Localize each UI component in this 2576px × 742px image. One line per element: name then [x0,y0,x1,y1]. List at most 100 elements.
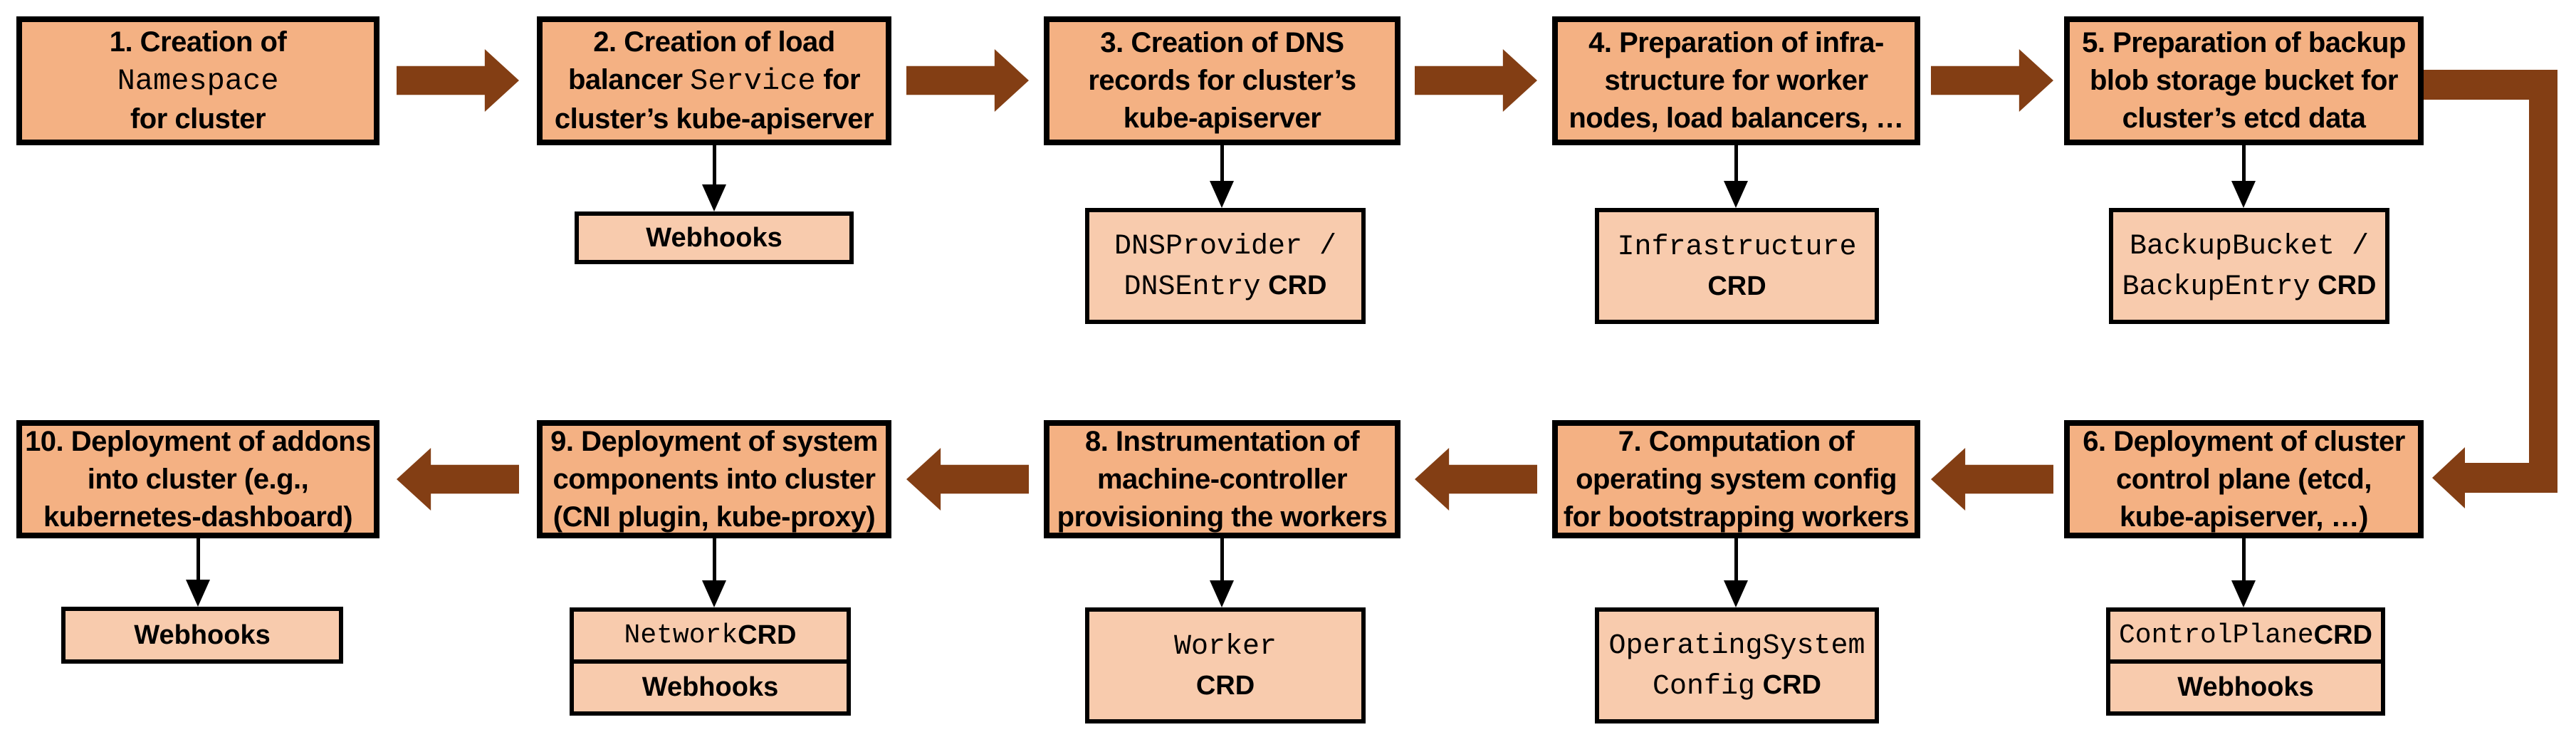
crd-line: Config CRD [1653,666,1821,706]
sub-connector-arrowhead [1210,580,1234,607]
title-line: kubernetes-dashboard) [43,498,353,536]
title-text: control plane (etcd, [2116,463,2372,495]
title-text: cluster’s etcd data [2122,103,2366,134]
code-text: BackupEntry [2122,271,2310,303]
step-6-webhooks-box: Webhooks [2106,659,2385,716]
title-text: 6. Deployment of cluster [2083,425,2405,457]
title-line: 5. Preparation of backup [2082,24,2406,62]
crd-line: DNSProvider / [1114,226,1336,266]
step-3-crd-box: DNSProvider / DNSEntry CRD [1085,208,1366,324]
flow-arrow-9-10 [397,448,519,511]
title-text: machine-controller [1096,463,1348,495]
crd-label: CRD [738,620,797,650]
step-2-webhooks-box: Webhooks [575,211,854,264]
sub-connector-stem [1734,538,1738,582]
title-line: for bootstrapping workers [1564,498,1910,536]
step-9-webhooks-box: Webhooks [570,659,851,716]
flow-arrow-1-2 [397,49,519,112]
crd-label: CRD [2313,620,2372,650]
sub-connector-arrowhead [702,184,726,211]
sub-connector-stem [2242,538,2246,582]
code-text: Namespace [117,64,279,98]
code-text: DNSEntry [1124,271,1261,303]
title-line: cluster’s etcd data [2122,100,2366,137]
crd-label: CRD [1707,271,1766,301]
title-line: (CNI plugin, kube-proxy) [553,498,876,536]
sub-connector-stem [713,538,716,582]
crd-line: DNSEntry CRD [1124,266,1327,307]
step-5-crd-box: BackupBucket / BackupEntry CRD [2109,208,2389,324]
sub-connector-arrowhead [1724,580,1748,607]
title-line: 3. Creation of DNS [1100,24,1344,62]
title-line: 1. Creation of [110,23,287,61]
webhooks-text: Webhooks [134,620,271,650]
step-9-crd-box: Network CRD [570,607,851,664]
title-line: 8. Instrumentation of [1084,423,1360,461]
title-text: 9. Deployment of system [550,425,878,457]
title-line: Namespace [117,61,279,100]
webhooks-text: Webhooks [646,223,782,253]
title-line: nodes, load balancers, … [1569,100,1904,137]
sub-connector-stem [197,538,200,581]
title-line: 6. Deployment of cluster [2083,423,2405,461]
step-9-box: 9. Deployment of system components into … [537,420,891,538]
crd-line: OperatingSystem [1608,625,1865,666]
title-line: records for cluster’s [1088,62,1356,100]
step-7-box: 7. Computation of operating system confi… [1552,420,1920,538]
title-text: kube-apiserver [1123,103,1321,134]
title-text: nodes, load balancers, … [1569,103,1904,134]
title-text: structure for worker [1604,65,1868,96]
sub-connector-stem [1220,538,1224,582]
step-6-crd-box: ControlPlane CRD [2106,607,2385,664]
flow-arrow-7-8 [1415,448,1537,511]
step-10-webhooks-box: Webhooks [61,607,343,664]
sub-connector-stem [1734,145,1738,182]
step-6-box: 6. Deployment of cluster control plane (… [2064,420,2424,538]
title-line: 2. Creation of load [593,23,835,61]
title-text: 8. Instrumentation of [1084,425,1360,457]
step-8-box: 8. Instrumentation of machine-controller… [1044,420,1400,538]
webhooks-text: Webhooks [2177,672,2314,702]
step-7-crd-box: OperatingSystem Config CRD [1595,607,1879,723]
webhooks-label: Webhooks [646,219,782,257]
code-text: OperatingSystem [1608,629,1865,662]
crd-label: CRD [1195,671,1255,701]
title-line: 4. Preparation of infra- [1588,24,1884,62]
step-3-box: 3. Creation of DNS records for cluster’s… [1044,16,1400,145]
title-text: cluster’s kube-apiserver [554,103,874,135]
title-text: operating system config [1576,463,1897,495]
title-text: 4. Preparation of infra- [1588,27,1884,58]
title-line: cluster’s kube-apiserver [555,100,874,138]
step-5-box: 5. Preparation of backup blob storage bu… [2064,16,2424,145]
title-text: (CNI plugin, kube-proxy) [553,501,876,533]
title-line: operating system config [1576,461,1897,498]
wrap-connector-bottom-bar [2465,463,2557,493]
flow-arrow-2-3 [906,49,1029,112]
code-text: Config [1653,670,1756,703]
webhooks-text: Webhooks [642,672,779,702]
step-6-crd-stack: ControlPlane CRD Webhooks [2106,607,2385,716]
title-text: provisioning the workers [1057,501,1388,533]
title-line: 10. Deployment of addons [25,423,371,461]
sub-connector-arrowhead [2231,580,2256,607]
sub-connector-arrowhead [1724,181,1748,208]
title-text: into cluster (e.g., [87,463,309,495]
step-1-box: 1. Creation of Namespace for cluster [16,16,379,145]
step-2-box: 2. Creation of load balancer Service for… [537,16,891,145]
sub-connector-arrowhead [186,580,210,607]
title-text: 7. Computation of [1618,425,1855,457]
title-text: kube-apiserver, …) [2120,501,2368,533]
title-text: 10. Deployment of addons [25,425,371,457]
crd-label: CRD [1755,669,1821,700]
title-text: 2. Creation of load [593,26,835,58]
title-line: machine-controller [1096,461,1348,498]
step-9-crd-stack: Network CRD Webhooks [570,607,851,716]
title-line: kube-apiserver, …) [2120,498,2368,536]
crd-label: CRD [2310,270,2377,301]
flow-arrow-8-9 [906,448,1029,511]
title-line: into cluster (e.g., [88,461,309,498]
code-text: DNSProvider / [1114,230,1337,263]
title-line: structure for worker [1604,62,1868,100]
title-text: 1. Creation of [109,26,287,58]
webhooks-label: Webhooks [134,616,270,654]
